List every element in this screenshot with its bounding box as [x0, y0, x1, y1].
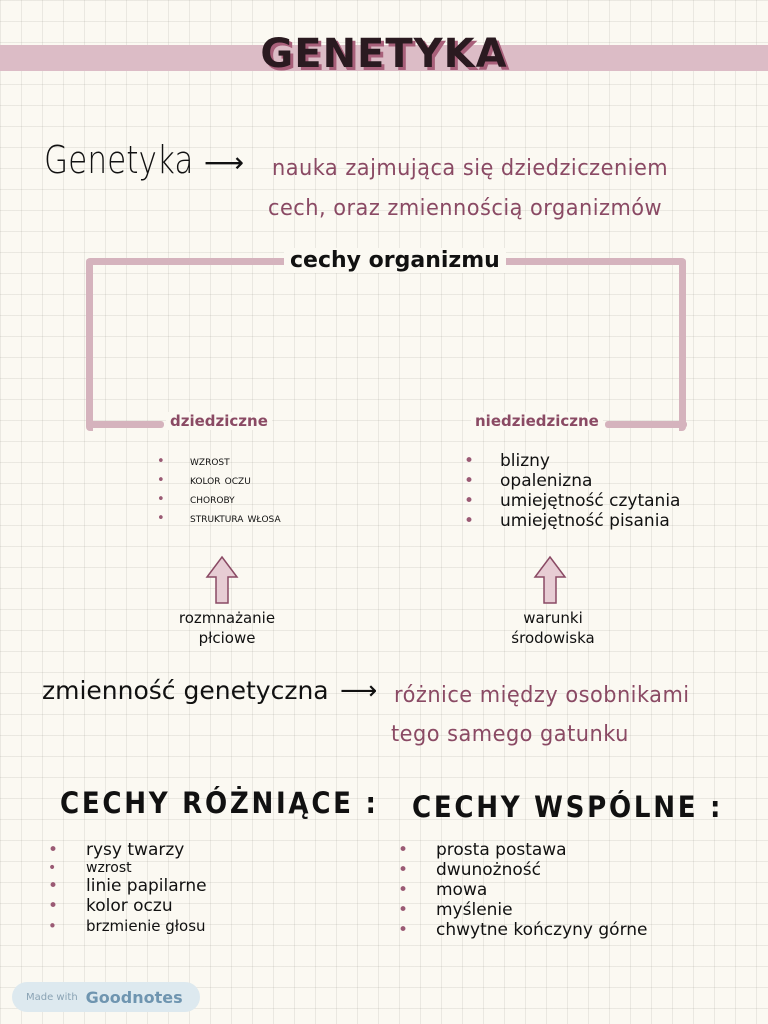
common-list: •prosta postawa •dwunożność •mowa •myśle…	[398, 840, 648, 940]
made-with-badge[interactable]: Made with Goodnotes	[12, 982, 200, 1012]
list-item: •kolor oczu	[48, 896, 173, 916]
list-item: •myślenie	[398, 900, 513, 920]
term-genetyka: Genetyka	[44, 138, 194, 182]
list-item: •dwunożność	[398, 860, 541, 880]
page-title: GENETYKA	[260, 31, 508, 77]
definition-line-1: nauka zajmująca się dziedziczeniem	[272, 156, 669, 181]
inherited-cause: rozmnażanie płciowe	[162, 608, 292, 648]
list-item: •wzrost	[157, 454, 230, 469]
non-inherited-list: •blizny •opalenizna •umiejętność czytani…	[464, 451, 681, 531]
list-item: •chwytne kończyny górne	[398, 920, 648, 940]
cause-line: rozmnażanie	[178, 609, 276, 627]
list-item: •umiejętność czytania	[464, 491, 681, 511]
different-heading: CECHY RÓŻNIĄCE :	[60, 786, 379, 820]
arrow-icon: ⟶	[204, 146, 245, 179]
up-arrow-icon	[533, 555, 567, 604]
term-variability: zmienność genetyczna	[42, 676, 329, 705]
list-item: •brzmienie głosu	[48, 917, 206, 935]
different-list: •rysy twarzy •wzrost •linie papilarne •k…	[48, 840, 207, 936]
non-inherited-cause: warunki środowiska	[488, 608, 618, 648]
variability-line-2: tego samego gatunku	[391, 722, 629, 747]
definition-line-2: cech, oraz zmiennością organizmów	[268, 196, 663, 221]
list-item: •rysy twarzy	[48, 840, 185, 860]
list-item: •wzrost	[48, 860, 132, 876]
list-item: •linie papilarne	[48, 876, 207, 896]
variability-line-1: różnice między osobnikami	[394, 683, 690, 708]
brand-label: Goodnotes	[85, 987, 183, 1007]
up-arrow-icon	[205, 555, 239, 604]
arrow-icon: ⟶	[340, 676, 378, 706]
list-item: •umiejętność pisania	[464, 511, 670, 531]
common-heading: CECHY WSPÓLNE :	[412, 790, 724, 824]
cause-line: warunki	[523, 609, 583, 627]
non-inherited-label: niedziedziczne	[471, 412, 603, 430]
cause-line: środowiska	[511, 629, 595, 647]
list-item: •mowa	[398, 880, 488, 900]
traits-frame	[86, 258, 686, 431]
frame-foot-right	[605, 421, 687, 428]
title-banner	[0, 45, 768, 71]
list-item: •kolor oczu	[157, 473, 251, 488]
traits-heading: cechy organizmu	[284, 248, 506, 273]
list-item: •opalenizna	[464, 471, 593, 491]
inherited-label: dziedziczne	[166, 412, 272, 430]
list-item: •choroby	[157, 492, 235, 507]
list-item: •blizny	[464, 451, 550, 471]
list-item: •struktura włosa	[157, 511, 281, 526]
made-with-label: Made with	[26, 991, 78, 1003]
list-item: •prosta postawa	[398, 840, 567, 860]
frame-foot-left	[86, 421, 164, 428]
cause-line: płciowe	[198, 629, 256, 647]
inherited-list: •wzrost •kolor oczu •choroby •struktura …	[157, 452, 281, 528]
